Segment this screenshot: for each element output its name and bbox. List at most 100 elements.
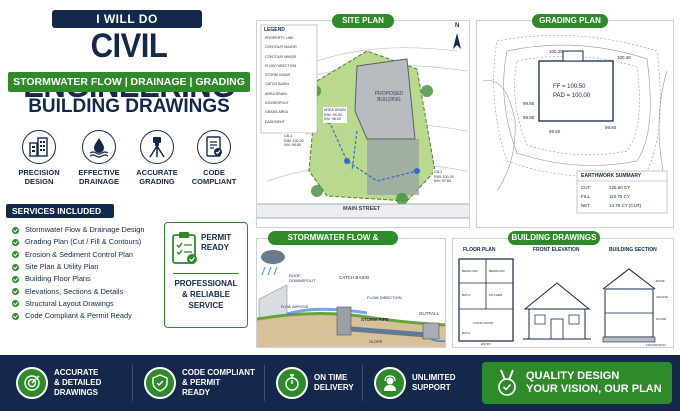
building-drawings-panel: FLOOR PLAN FRONT ELEVATION BUILDING SECT…: [452, 238, 674, 348]
feature-label-1: CODE: [203, 168, 225, 177]
check-icon: [12, 300, 19, 308]
front-elevation-label: FRONT ELEVATION: [533, 247, 580, 253]
cell-key: CUT: [581, 185, 591, 190]
spot-elevation: 100.30: [617, 55, 631, 60]
earthwork-title: EARTHWORK SUMMARY: [581, 173, 642, 179]
footer-text: READY: [182, 388, 211, 397]
cell-value: 110.75 CY: [609, 194, 630, 199]
footer-text: & DETAILED: [54, 378, 102, 387]
permit-line-1: PERMIT: [201, 233, 232, 242]
section-label: ROOF: [656, 279, 665, 283]
feature-label-2: COMPLIANT: [191, 177, 237, 186]
entry-label: ENTRY: [481, 342, 492, 346]
storm-pipe-label: STORM PIPE: [361, 317, 389, 322]
cell-key: NET: [581, 203, 590, 208]
catch-basin-label: CATCH BASIN: [339, 275, 369, 280]
footer-text: & PERMIT: [182, 378, 221, 387]
target-icon: [16, 367, 48, 399]
feature-label-1: ACCURATE: [136, 168, 178, 177]
cell-key: FILL: [581, 194, 591, 199]
flow-direction-label: FLOW DIRECTION: [367, 295, 402, 300]
table-row: FILL 110.75 CY: [581, 192, 665, 201]
callout-title: CB-1: [284, 134, 293, 138]
stormwater-drawing: [257, 250, 445, 347]
room-label: KITCHEN: [489, 293, 503, 297]
prof-line-1: PROFESSIONAL: [174, 279, 238, 288]
divider: [264, 365, 265, 401]
room-label: BATH: [462, 331, 470, 335]
callout-inv: INV: 98.00: [324, 117, 341, 121]
flow-improve-label: FLOW IMPROVE: [281, 305, 309, 309]
intro-badge: I WILL DO: [52, 10, 202, 28]
quality-box: QUALITY DESIGN YOUR VISION, OUR PLAN: [482, 362, 672, 404]
footer-text: ACCURATE: [54, 368, 99, 377]
prof-line-2: & RELIABLE: [182, 290, 230, 299]
service-text: Stormwater Flow & Drainage Design: [25, 225, 145, 235]
check-icon: [12, 226, 19, 234]
feature-label-1: PRECISION: [18, 168, 60, 177]
callout-title: AREA DRAIN: [324, 108, 346, 112]
legend-item: FLOW DIRECTION: [265, 63, 297, 68]
prof-line-3: SERVICE: [188, 301, 224, 310]
service-text: Grading Plan (Cut / Fill & Contours): [25, 237, 142, 247]
service-text: Code Compliant & Permit Ready: [25, 311, 132, 321]
roof-label: ROOF: [289, 273, 301, 278]
legend-item: CONTOUR MINOR: [265, 54, 297, 59]
list-item: Site Plan & Utility Plan: [12, 261, 162, 273]
check-icon: [12, 238, 19, 246]
legend-item: GRASS AREA: [265, 110, 289, 115]
room-label: BEDROOM: [462, 269, 478, 273]
spot-elevation: 99.80: [523, 101, 535, 106]
outfall-label: OUTFALL: [419, 311, 440, 316]
legend-item: AREA DRAIN: [265, 91, 287, 96]
footer-text: DRAWINGS: [54, 388, 98, 397]
legend-item: CONTOUR MAJOR: [265, 45, 297, 50]
divider: [132, 365, 133, 401]
building-label: PROPOSED BUILDING: [367, 91, 411, 103]
permit-card: PERMIT READY PROFESSIONAL & RELIABLE SER…: [164, 222, 248, 328]
grading-plan-title: GRADING PLAN: [532, 14, 608, 28]
legend-item: PROPERTY LINE: [265, 36, 294, 40]
callout-title: CB-2: [434, 170, 443, 174]
north-label: N: [455, 23, 460, 29]
service-text: Building Floor Plans: [25, 274, 91, 284]
quality-line-1: QUALITY DESIGN: [526, 370, 620, 382]
check-icon: [12, 275, 19, 283]
building-drawings-svg: [458, 258, 656, 343]
feature-label-2: DRAINAGE: [78, 177, 119, 186]
quality-text: QUALITY DESIGN YOUR VISION, OUR PLAN: [526, 370, 662, 396]
medal-icon: [498, 369, 516, 396]
spot-elevation: 99.90: [523, 115, 535, 120]
feature-label-2: DESIGN: [24, 177, 54, 186]
pad-labels: FF = 100.50 PAD = 100.00: [553, 83, 590, 101]
legend-item: CATCH BASIN: [265, 82, 289, 87]
support-agent-icon: [374, 367, 406, 399]
building-label-1: PROPOSED: [374, 91, 404, 97]
callout-rim: RIM: 99.30: [324, 112, 342, 117]
document-check-icon: [197, 130, 231, 164]
footer-text: ON TIME: [314, 373, 348, 382]
footer-text: DELIVERY: [314, 383, 354, 392]
professional-text: PROFESSIONAL & RELIABLE SERVICE: [167, 278, 245, 311]
slope-label: SLOPE: [369, 339, 383, 344]
cell-value: 125.50 CY: [609, 185, 631, 190]
area-drain-callout: AREA DRAIN RIM: 99.30 INV: 98.00: [323, 107, 347, 123]
section-label: CEILING: [656, 295, 669, 299]
service-text: Site Plan & Utility Plan: [25, 262, 99, 272]
site-plan-panel: LEGEND PROPERTY LINE CONTOUR MAJOR CONTO…: [256, 20, 470, 228]
permit-line-2: READY: [201, 243, 230, 252]
legend-item: EASEMENT: [265, 119, 285, 124]
grading-plan-panel: FF = 100.50 PAD = 100.00 100.20 100.30 9…: [476, 20, 674, 228]
list-item: Code Compliant & Permit Ready: [12, 310, 162, 322]
list-item: Erosion & Sediment Control Plan: [12, 249, 162, 261]
footer-text: UNLIMITED: [412, 373, 456, 382]
